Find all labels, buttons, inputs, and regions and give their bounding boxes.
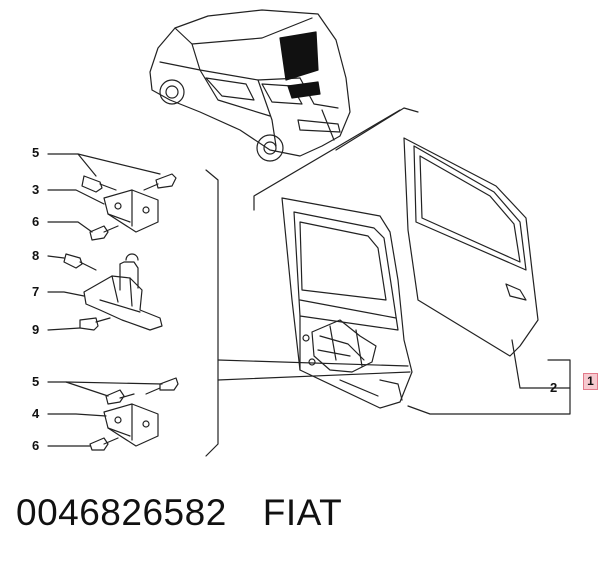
- part-number: 0046826582: [16, 492, 227, 533]
- callout-7: 7: [32, 284, 40, 299]
- callout-3: 3: [32, 182, 40, 197]
- door-frame-illustration: [281, 197, 413, 409]
- part-number-line: 0046826582 FIAT: [16, 492, 378, 534]
- brand-name: FIAT: [262, 492, 343, 533]
- callout-2: 2: [550, 380, 558, 395]
- callout-1-highlighted: 1: [583, 373, 598, 390]
- assembly-brackets: [205, 109, 571, 457]
- outer-door-panel: [403, 137, 539, 357]
- callout-6: 6: [32, 438, 40, 453]
- car-illustration: [149, 9, 419, 162]
- lower-hinge-group: [47, 377, 179, 451]
- callout-8: 8: [32, 248, 40, 263]
- callout-5: 5: [32, 374, 40, 389]
- callout-9: 9: [32, 322, 40, 337]
- callout-4: 4: [32, 406, 40, 421]
- callout-5: 5: [32, 145, 40, 160]
- door-check-group: [47, 253, 163, 331]
- callout-6: 6: [32, 214, 40, 229]
- upper-hinge-group: [47, 153, 177, 241]
